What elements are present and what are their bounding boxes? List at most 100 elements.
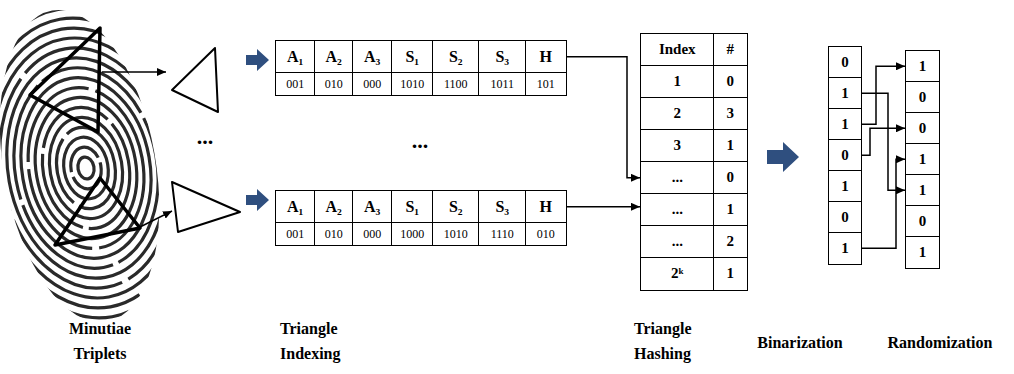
cell-text: A₂ (326, 199, 342, 215)
cell-text: # (727, 42, 735, 57)
table-cell: S₃ (478, 40, 527, 74)
table-cell: A₂ (314, 40, 354, 74)
table-cell: ... (640, 161, 715, 195)
cell-text: 1011 (490, 78, 514, 90)
cell-text: S₂ (449, 199, 463, 215)
cell-text: H (540, 49, 552, 65)
fingerprint-ridges (0, 0, 225, 346)
cell-text: 2 (727, 234, 735, 249)
table-cell: 1010 (391, 72, 434, 96)
fingerprint-ridge (0, 12, 208, 324)
cell-text: A₁ (287, 199, 303, 215)
cell-text: 1010 (444, 228, 468, 240)
table-cell: 1 (713, 193, 748, 227)
cell-text: 0 (841, 210, 849, 225)
fingerprint-ridge (59, 134, 113, 203)
table-cell: 000 (352, 222, 393, 246)
table-cell: 1 (828, 77, 862, 110)
cell-text: 1 (674, 74, 682, 89)
cell-text: ... (672, 202, 683, 217)
table-cell: 0 (713, 65, 748, 99)
table-cell: 001 (275, 222, 316, 246)
triangle-outline (172, 182, 240, 232)
cell-text: 000 (363, 228, 381, 240)
table-cell: 2ᵏ (640, 257, 715, 291)
table-cell: 3 (713, 97, 748, 131)
extract-arrow (102, 71, 166, 73)
block-arrow (767, 142, 799, 172)
cell-text: 1010 (400, 78, 424, 90)
cell-text: 010 (325, 228, 343, 240)
fingerprint-ridge (33, 100, 139, 235)
cell-text: 1 (841, 241, 849, 256)
cell-text: 0 (919, 214, 927, 229)
fingerprint-ridge (76, 156, 96, 180)
cell-text: ... (672, 170, 683, 185)
ellipsis-mark: ... (398, 130, 442, 152)
table-cell: S₁ (391, 40, 434, 74)
stage-caption: Triangle Hashing (634, 316, 714, 366)
cell-text: 0 (919, 121, 927, 136)
connector-arrow (567, 57, 641, 178)
cell-text: ... (672, 234, 683, 249)
table-cell: 1 (713, 129, 748, 163)
table-cell: 1 (905, 50, 940, 83)
table-cell: # (713, 33, 748, 67)
cell-text: S₃ (495, 199, 509, 215)
cell-text: 1 (841, 179, 849, 194)
cell-text: 1 (919, 183, 927, 198)
table-cell: 1 (905, 236, 940, 269)
table-cell: A₂ (314, 190, 354, 224)
cell-text: 1 (727, 138, 735, 153)
cell-text: 0 (841, 55, 849, 70)
stage-caption: Minutiae Triplets (58, 316, 142, 366)
cell-text: S₁ (405, 199, 419, 215)
cell-text: A₂ (326, 49, 342, 65)
table-cell: 0 (905, 205, 940, 238)
table-cell: S₂ (432, 190, 480, 224)
cell-text: 1 (919, 152, 927, 167)
triangle-outline (172, 48, 218, 112)
table-cell: 1 (828, 108, 862, 141)
table-cell: 1000 (391, 222, 434, 246)
cell-text: 0 (841, 148, 849, 163)
cell-text: 2ᵏ (671, 266, 684, 281)
cell-text: 001 (286, 78, 304, 90)
cell-text: 3 (674, 138, 682, 153)
table-cell: A₃ (352, 190, 393, 224)
cell-text: A₁ (287, 49, 303, 65)
table-cell: 1 (828, 170, 862, 203)
connector-arrow (862, 159, 905, 248)
cell-text: S₁ (405, 49, 419, 65)
cell-text: 010 (325, 78, 343, 90)
table-cell: 0 (828, 139, 862, 172)
table-cell: Index (640, 33, 715, 67)
table-cell: 0 (828, 46, 862, 79)
table-cell: 010 (314, 222, 354, 246)
table-cell: 0 (713, 161, 748, 195)
extract-arrow (134, 211, 172, 230)
cell-text: 000 (363, 78, 381, 90)
cell-text: 1110 (491, 228, 514, 240)
table-cell: 0 (905, 112, 940, 145)
fingerprint-ridge (0, 1, 217, 335)
connector-arrow (862, 66, 905, 124)
cell-text: 3 (727, 106, 735, 121)
block-arrow (246, 49, 269, 71)
connector-arrow (862, 93, 905, 190)
table-cell: 2 (713, 225, 748, 259)
table-cell: 3 (640, 129, 715, 163)
table-cell: ... (640, 225, 715, 259)
table-cell: 1 (828, 232, 862, 265)
cell-text: Index (659, 42, 696, 57)
cell-text: 1000 (400, 228, 424, 240)
table-cell: ... (640, 193, 715, 227)
table-cell: 2 (640, 97, 715, 131)
table-cell: 001 (275, 72, 316, 96)
table-cell: S₃ (478, 190, 527, 224)
stage-caption: Binarization (744, 330, 856, 355)
table-cell: 0 (905, 81, 940, 114)
table-cell: 010 (525, 222, 567, 246)
table-cell: S₁ (391, 190, 434, 224)
